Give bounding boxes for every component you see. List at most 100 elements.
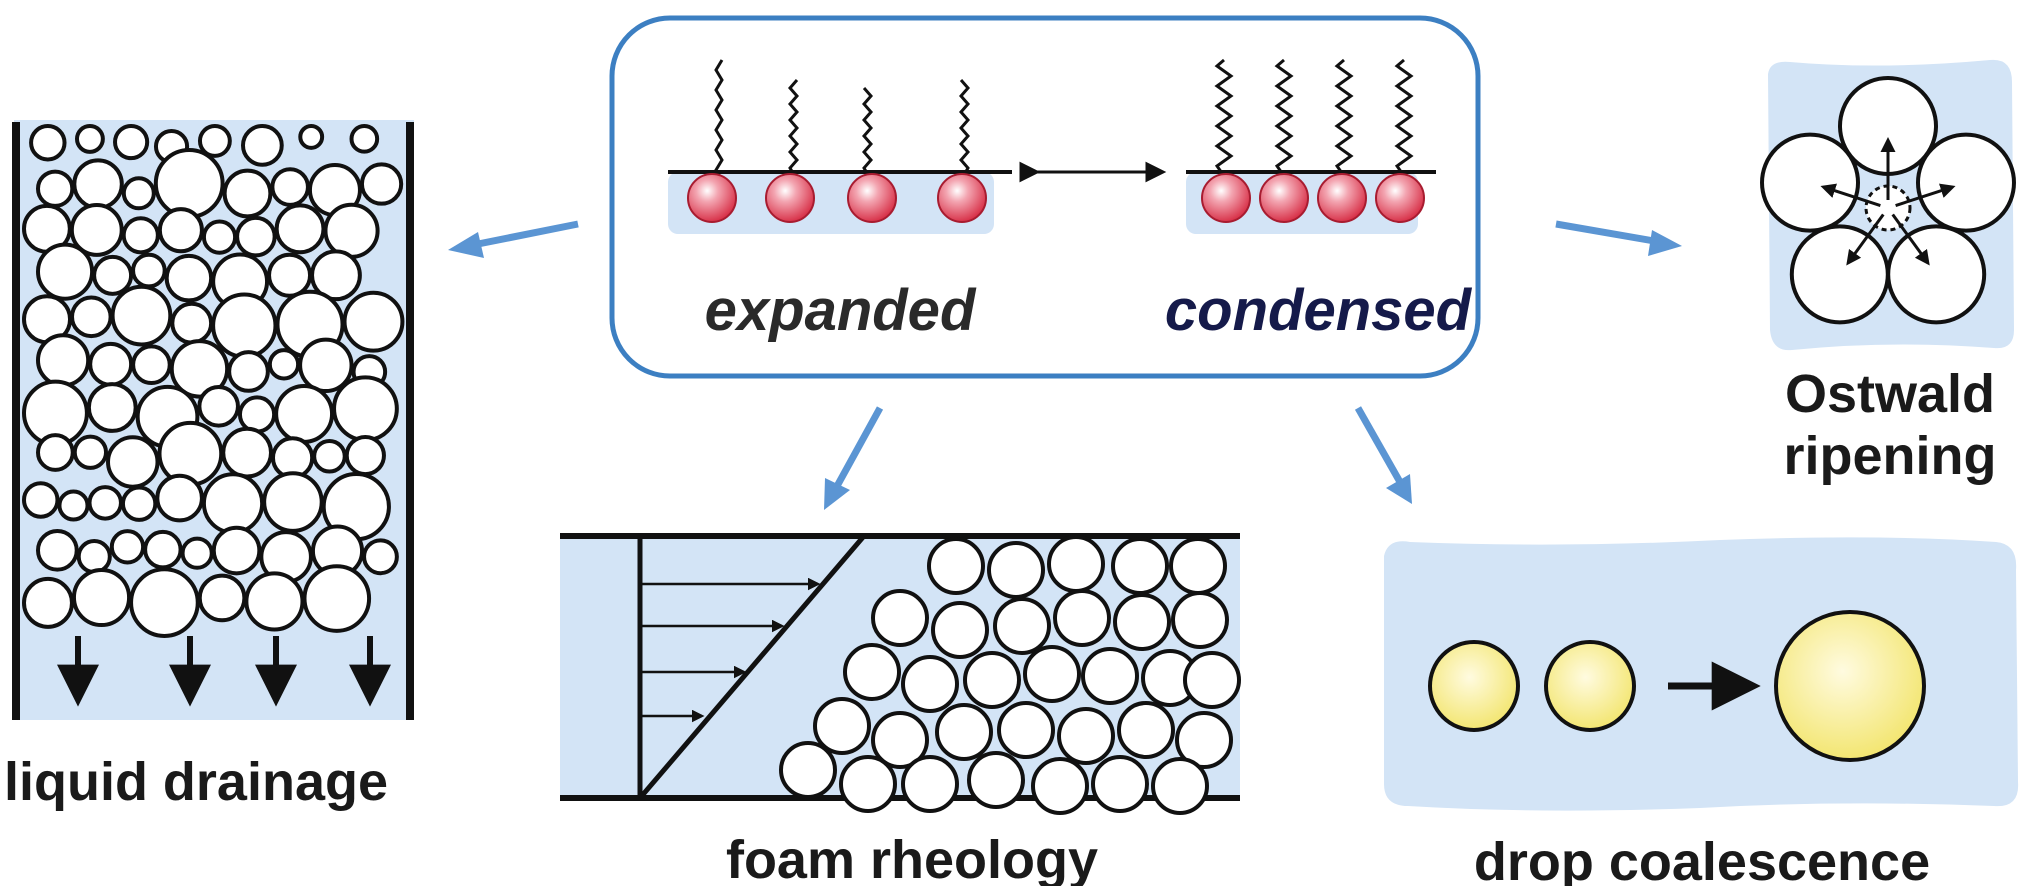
- velocity-arrows: [640, 577, 821, 723]
- foam-bubble: [987, 541, 1045, 599]
- foam-bubble: [180, 536, 214, 570]
- foam-bubble: [935, 703, 993, 761]
- foam-bubble: [323, 202, 380, 259]
- foam-bubble: [997, 701, 1055, 759]
- foam-bubble: [113, 124, 150, 161]
- foam-bubble: [29, 124, 67, 162]
- foam-bubble: [36, 169, 75, 208]
- foam-bubble: [86, 382, 138, 433]
- surfactant-tail: [959, 79, 970, 179]
- foam-bubble: [157, 420, 224, 487]
- foam-bubble: [1091, 755, 1149, 813]
- small-drop: [1428, 640, 1520, 732]
- foam-bubble: [901, 655, 959, 713]
- foam-bubble: [1111, 537, 1169, 595]
- foam-bubble: [1057, 707, 1115, 765]
- expanded-label: expanded: [705, 278, 977, 343]
- foam-bubble: [72, 158, 124, 210]
- surfactant-head: [1375, 173, 1425, 223]
- foam-bubble: [1183, 651, 1241, 709]
- foam-bubble: [235, 215, 277, 258]
- surfactant-head: [687, 173, 737, 223]
- drainage-arrows: [57, 636, 391, 707]
- foam-bubble: [22, 481, 60, 519]
- ostwald-bubble-group: [1760, 76, 2016, 325]
- foam-bubble: [21, 576, 74, 629]
- foam-bubble: [267, 348, 301, 381]
- foam-bubble: [302, 564, 372, 633]
- merged-drop: [1774, 610, 1926, 762]
- foam-bubble: [779, 741, 837, 799]
- foam-bubble: [967, 751, 1025, 809]
- foam-bubble: [1113, 593, 1171, 651]
- foam-bubble: [36, 528, 79, 572]
- foam-bubble: [129, 567, 200, 638]
- foam-bubble: [57, 489, 90, 522]
- foam-bubble: [197, 385, 240, 428]
- foam-bubble: [1117, 701, 1175, 759]
- condensed-monolayer: condensed: [1165, 58, 1473, 343]
- foam-bubble: [197, 573, 247, 623]
- foam-bubble: [237, 395, 277, 434]
- foam-bubble: [871, 589, 929, 647]
- ostwald-bubble: [1760, 132, 1861, 233]
- foam-bubble: [1053, 589, 1111, 647]
- diffusion-arrow: [1895, 183, 1956, 207]
- liquid-drainage-label: liquid drainage: [4, 752, 388, 812]
- foam-bubble: [963, 651, 1021, 709]
- surfactant-tail: [788, 79, 799, 179]
- drainage-bubble-group: [21, 123, 405, 638]
- process-arrows: [448, 220, 1682, 510]
- foam-bubble: [270, 167, 310, 207]
- arrow-to-rheology: [824, 406, 884, 510]
- surfactant-tail: [862, 87, 873, 179]
- expanded-monolayer: expanded: [668, 59, 1012, 343]
- foam-bubble: [201, 219, 238, 255]
- foam-bubble: [931, 601, 989, 659]
- foam-bubble: [344, 434, 386, 477]
- expanded-subphase: [668, 172, 994, 234]
- foam-bubble: [88, 341, 134, 387]
- foam-bubble: [36, 433, 75, 472]
- foam-bubble: [362, 538, 399, 576]
- foam-bubble: [87, 485, 123, 521]
- diffusion-arrow: [1891, 213, 1930, 266]
- drop-coalescence-panel: drop coalescence: [1384, 537, 2019, 886]
- foam-bubble: [169, 339, 230, 399]
- foam-bubble: [1031, 757, 1089, 815]
- foam-bubble: [843, 643, 901, 701]
- small-drop: [1544, 640, 1636, 732]
- foam-bubble: [170, 301, 214, 345]
- foam-bubble: [69, 203, 124, 257]
- rheology-bubble-group: [779, 535, 1241, 815]
- foam-bubble: [74, 123, 105, 154]
- ostwald-bubble: [1915, 132, 2016, 233]
- monolayer-panel: expanded condensed: [609, 15, 1481, 379]
- ostwald-label-line2: ripening: [1784, 426, 1997, 486]
- foam-bubble: [131, 252, 167, 289]
- foam-bubble: [267, 252, 313, 298]
- foam-bubble: [221, 426, 273, 479]
- surfactant-tail: [714, 59, 724, 181]
- velocity-profile-line: [638, 534, 866, 800]
- drop-coalescence-label: drop coalescence: [1474, 832, 1930, 886]
- ostwald-bubble: [1886, 224, 1987, 325]
- foam-bubble: [1169, 537, 1227, 595]
- foam-bubble: [106, 435, 160, 489]
- foam-bubble: [332, 375, 399, 443]
- foam-bubble: [993, 597, 1051, 655]
- surfactant-head: [847, 173, 897, 223]
- ostwald-label-line1: Ostwald: [1785, 364, 1995, 424]
- foam-bubble: [131, 344, 172, 386]
- monolayer-frame: [609, 15, 1481, 379]
- surfactant-head: [1201, 173, 1251, 223]
- arrow-to-drainage: [448, 220, 579, 258]
- foam-bubble: [1171, 591, 1229, 649]
- foam-bubble: [92, 254, 134, 296]
- foam-bubble: [120, 485, 158, 522]
- foam-bubble: [901, 755, 959, 813]
- foam-bubble: [211, 292, 278, 359]
- foam-bubble: [157, 207, 204, 254]
- diffusion-arrow: [1820, 183, 1881, 207]
